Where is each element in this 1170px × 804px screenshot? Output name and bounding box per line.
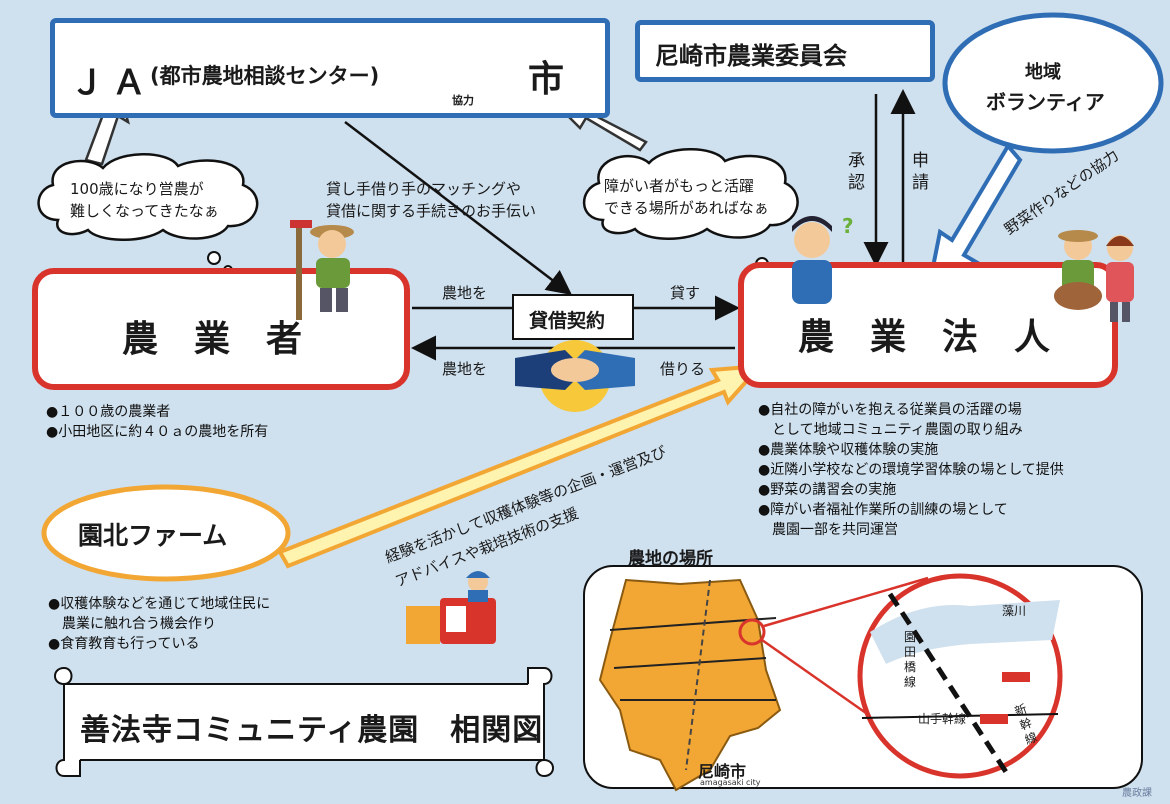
matching-line1: 貸し手借り手のマッチングや [326,180,522,198]
farmer-thought-line2: 難しくなってきたなぁ [70,202,219,220]
matching-line [344,121,572,296]
farm-ellipse [41,484,291,582]
tractor-illustration [406,571,496,644]
application-label: 申請 [912,151,929,193]
farm-note: ●収穫体験などを通じて地域住民に [48,596,271,612]
lend-label: 貸す [670,284,701,302]
worker-illustration [792,216,832,304]
farmer-thought-line1: 100歳になり営農が [70,180,204,198]
borrow-land-label: 農地を [442,360,488,378]
farm-label: 園北ファーム [78,521,228,550]
map-city-romaji: amagasaki city [700,778,761,787]
contract-box [512,294,634,340]
committee-label: 尼崎市農業委員会 [655,42,847,70]
matching-line2: 貸借に関する手続きのお手伝い [326,202,537,220]
farmer-thought-bubble [37,153,259,241]
approval-label: 承認 [848,151,865,193]
ja-box [50,18,610,118]
volunteers-illustration [1054,230,1134,322]
ja-label: ＪＡ [70,63,154,103]
map-city-label: 尼崎市 [698,762,747,781]
support-arrow [277,363,765,569]
corp-thought-bubble [582,148,799,240]
corp-thought-line2: できる場所があればなぁ [604,199,769,217]
location-marker [738,618,766,646]
farmer-illustration [290,220,354,320]
corp-note: 農園一部を共同運営 [758,522,898,538]
cooperation-label: 協力 [452,94,474,107]
corp-notes: ●自社の障がいを抱える従業員の活躍の場 として地域コミュニティ農園の取り組み ●… [758,400,1064,540]
volunteer-ellipse [942,12,1164,154]
river-shape [870,600,1060,664]
volunteer-line1: 地域 [1025,62,1061,83]
handshake-illustration [515,340,635,412]
map-drawing [598,573,1063,792]
banner-title: 善法寺コミュニティ農園 相関図 [80,713,544,748]
corp-thought-line1: 障がい者がもっと活躍 [604,177,755,195]
contract-label: 貸借契約 [529,310,606,332]
banner-scroll [54,666,554,778]
corp-note: として地域コミュニティ農園の取り組み [758,422,1023,438]
corp-note: ●自社の障がいを抱える従業員の活躍の場 [758,402,1022,418]
farmer-label: 農 業 者 [122,319,303,360]
corp-note: ●障がい者福祉作業所の訓練の場として [758,502,1008,518]
credit-label: 農政課 [1122,788,1152,799]
corp-note: ●近隣小学校などの環境学習体験の場として提供 [758,462,1064,478]
farm-note: ●食育教育も行っている [48,636,200,652]
farmer-note: ●小田地区に約４０ａの農地を所有 [46,424,269,440]
city-label: 市 [528,59,565,100]
city-shape [598,578,782,792]
corp-note: ●農業体験や収穫体験の実施 [758,442,939,458]
corp-note: ●野菜の講習会の実施 [758,482,897,498]
farmer-note: ●１００歳の農業者 [46,404,171,420]
borrow-label: 借りる [660,360,706,378]
question-mark: ? [842,214,854,238]
line-yamate-label: 山手幹線 [918,712,967,726]
river-label: 藻川 [1002,604,1027,618]
farm-notes: ●収穫体験などを通じて地域住民に 農業に触れ合う機会作り ●食育教育も行っている [48,594,270,654]
line-sonoda-label: 園田橋線 [904,630,917,689]
farm-note: 農業に触れ合う機会作り [48,616,216,632]
farmer-notes: ●１００歳の農業者 ●小田地区に約４０ａの農地を所有 [46,402,268,442]
lend-land-label: 農地を [442,284,488,302]
map-title: 農地の場所 [628,549,713,569]
volunteer-line2: ボランティア [986,90,1105,114]
ja-subtitle: (都市農地相談センター) [150,64,380,88]
corporation-label: 農 業 法 人 [798,317,1051,358]
committee-box [635,20,935,82]
